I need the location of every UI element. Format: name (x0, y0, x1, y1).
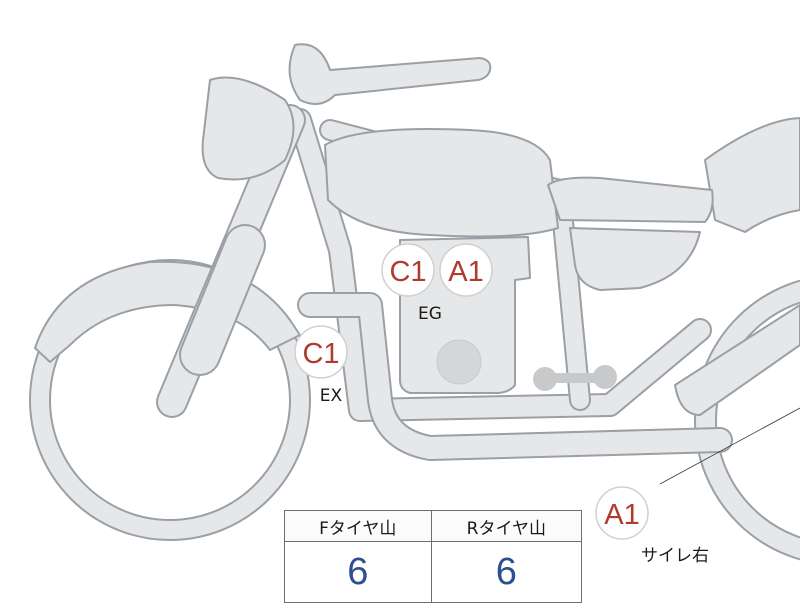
rear-tire-tread-value: 6 (430, 541, 583, 603)
engine-a1-marker[interactable]: A1 (439, 243, 493, 297)
tire-tread-table: Fタイヤ山 Rタイヤ山 6 6 (284, 510, 583, 603)
swingarm (674, 304, 800, 416)
headlight (201, 76, 295, 181)
engine-a1-code: A1 (448, 256, 483, 288)
rear-tire-tread-header: Rタイヤ山 (430, 510, 583, 542)
rear-fender (704, 117, 800, 233)
exhaust-c1-code: C1 (302, 338, 339, 370)
engine-c1-code: C1 (389, 256, 426, 288)
handlebar (288, 43, 492, 105)
seat (547, 176, 714, 223)
front-tire-tread-value: 6 (284, 541, 432, 603)
side-cover (569, 227, 701, 291)
front-tire-tread-header: Fタイヤ山 (284, 510, 432, 542)
silencer-label: サイレ右 (641, 546, 709, 566)
engine-c1-marker[interactable]: C1 (381, 243, 435, 297)
fuel-tank (324, 128, 559, 238)
silencer-leader-line (659, 407, 800, 485)
engine-label: EG (418, 304, 442, 324)
silencer-a1-marker[interactable]: A1 (595, 486, 649, 540)
exhaust-pipe (297, 292, 733, 461)
exhaust-c1-marker[interactable]: C1 (294, 325, 348, 379)
footpeg (533, 365, 617, 391)
exhaust-label: EX (320, 386, 343, 406)
silencer-a1-code: A1 (604, 499, 639, 531)
